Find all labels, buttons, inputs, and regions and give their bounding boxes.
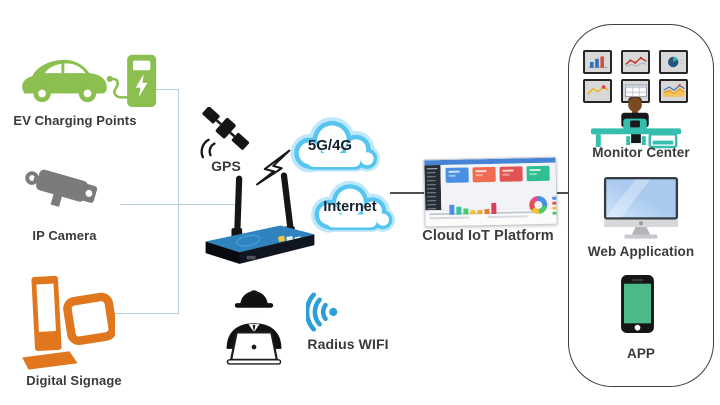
connector-camera-to-router xyxy=(120,204,238,206)
bar xyxy=(429,216,470,220)
bar xyxy=(427,204,437,206)
monitor-line-chart-icon xyxy=(621,50,650,74)
monitor-bar-chart-icon xyxy=(583,50,612,74)
charging-cable xyxy=(111,77,129,99)
bar xyxy=(427,196,437,198)
digital-signage-icon xyxy=(22,275,115,370)
gps-satellite-icon xyxy=(200,107,250,159)
connector-signage-to-bus xyxy=(111,313,179,315)
bar xyxy=(426,180,436,182)
monitor-wall-icon xyxy=(583,50,688,103)
ev-charging-icon xyxy=(22,54,157,107)
bar xyxy=(449,204,455,215)
bar xyxy=(426,184,436,186)
router-icon xyxy=(205,172,315,264)
cloud-internet-icon xyxy=(311,180,395,233)
dashboard-sidebar xyxy=(424,165,442,211)
connector-bus-vertical xyxy=(178,89,180,314)
bar xyxy=(487,215,528,219)
monitor-center-label: Monitor Center xyxy=(592,145,690,160)
lightning-icon xyxy=(256,149,291,186)
stat-card xyxy=(499,166,523,182)
dashboard-legend xyxy=(552,196,558,215)
bar xyxy=(552,206,558,210)
monitor-area-chart-icon xyxy=(659,79,688,103)
cloud-5g-icon xyxy=(290,117,380,173)
bar xyxy=(552,201,558,205)
smartphone-icon xyxy=(621,275,654,333)
monitor-pie-chart-icon xyxy=(659,50,688,74)
bar xyxy=(470,210,476,215)
wifi-icon xyxy=(306,292,338,332)
imac-icon xyxy=(603,177,679,239)
ev-charging-label: EV Charging Points xyxy=(13,113,137,128)
bar xyxy=(426,176,436,178)
app-label: APP xyxy=(626,346,656,361)
connector-platform-to-panel xyxy=(552,192,568,194)
charging-station-icon xyxy=(127,54,157,107)
operator-desk-icon xyxy=(590,97,682,149)
dashboard-bar-chart xyxy=(449,201,497,215)
connector-internet-to-platform xyxy=(390,192,425,194)
dashboard-stat-cards xyxy=(445,165,552,183)
dashboard-content xyxy=(440,162,558,215)
bar xyxy=(426,172,436,174)
bar xyxy=(426,188,436,190)
ev-car-icon xyxy=(22,59,113,103)
radius-wifi-label: Radius WIFI xyxy=(307,336,389,352)
bar xyxy=(427,192,437,194)
bar xyxy=(427,200,437,202)
bar xyxy=(426,168,438,170)
bar xyxy=(491,202,497,214)
network-5g-label: 5G/4G xyxy=(307,137,353,154)
bar xyxy=(552,196,558,200)
connector-ev-to-bus xyxy=(147,89,179,91)
web-application-label: Web Application xyxy=(587,244,695,259)
stat-card xyxy=(472,166,496,183)
bar xyxy=(463,208,469,215)
internet-label: Internet xyxy=(323,199,377,215)
gps-label: GPS xyxy=(211,158,241,174)
engineer-icon xyxy=(226,290,282,365)
ip-camera-label: IP Camera xyxy=(32,228,97,243)
digital-signage-label: Digital Signage xyxy=(26,373,122,388)
stat-card xyxy=(526,165,550,182)
ip-camera-icon xyxy=(25,169,98,207)
bar xyxy=(552,211,558,215)
monitor-trend-chart-icon xyxy=(583,79,612,103)
cloud-iot-platform-label: Cloud IoT Platform xyxy=(422,228,554,244)
bar xyxy=(456,206,462,215)
bar xyxy=(484,209,490,215)
bar xyxy=(477,210,483,215)
dashboard-thumbnail xyxy=(423,156,558,228)
stat-card xyxy=(445,167,469,183)
